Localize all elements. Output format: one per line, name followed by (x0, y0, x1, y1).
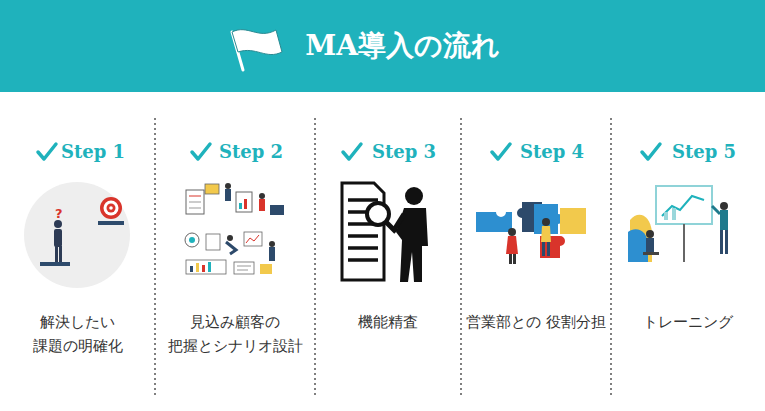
scenario-illustration (185, 183, 284, 274)
step-column: Step 1 解決したい 課題の明確化 (0, 130, 155, 400)
step-column: Step 2 見込み顧客の 把握とシナリオ設計 (155, 130, 315, 400)
title-band (0, 0, 765, 92)
step-number: Step 3 (372, 140, 436, 164)
svg-text:?: ? (55, 206, 63, 221)
inspection-illustration (342, 183, 428, 282)
step-column: Step 3 機能精査 (315, 130, 461, 400)
step-number: Step 5 (672, 140, 736, 164)
step-label: 機能精査 (320, 310, 456, 334)
check-mark (343, 144, 361, 159)
step-column: Step 5 トレーニング (611, 130, 765, 400)
step-label: 営業部との 役割分担 (466, 310, 606, 334)
step-number: Step 4 (520, 140, 584, 164)
step-label: 解決したい 課題の明確化 (5, 310, 150, 358)
flag-icon (232, 30, 282, 70)
step-number: Step 2 (219, 140, 283, 164)
step-column: Step 4 営業部との 役割分担 (461, 130, 611, 400)
check-mark (492, 144, 510, 159)
separator (155, 118, 611, 398)
step-label: トレーニング (616, 310, 760, 334)
step-label: 見込み顧客の 把握とシナリオ設計 (160, 310, 310, 358)
step-number: Step 1 (61, 140, 125, 164)
check-mark (38, 144, 56, 159)
problem-illustration: ? (24, 182, 130, 288)
page-title: MA導入の流れ (0, 26, 765, 66)
check-mark (192, 144, 210, 159)
puzzle-illustration (476, 202, 586, 264)
check-mark (642, 144, 660, 159)
training-illustration (628, 186, 728, 262)
